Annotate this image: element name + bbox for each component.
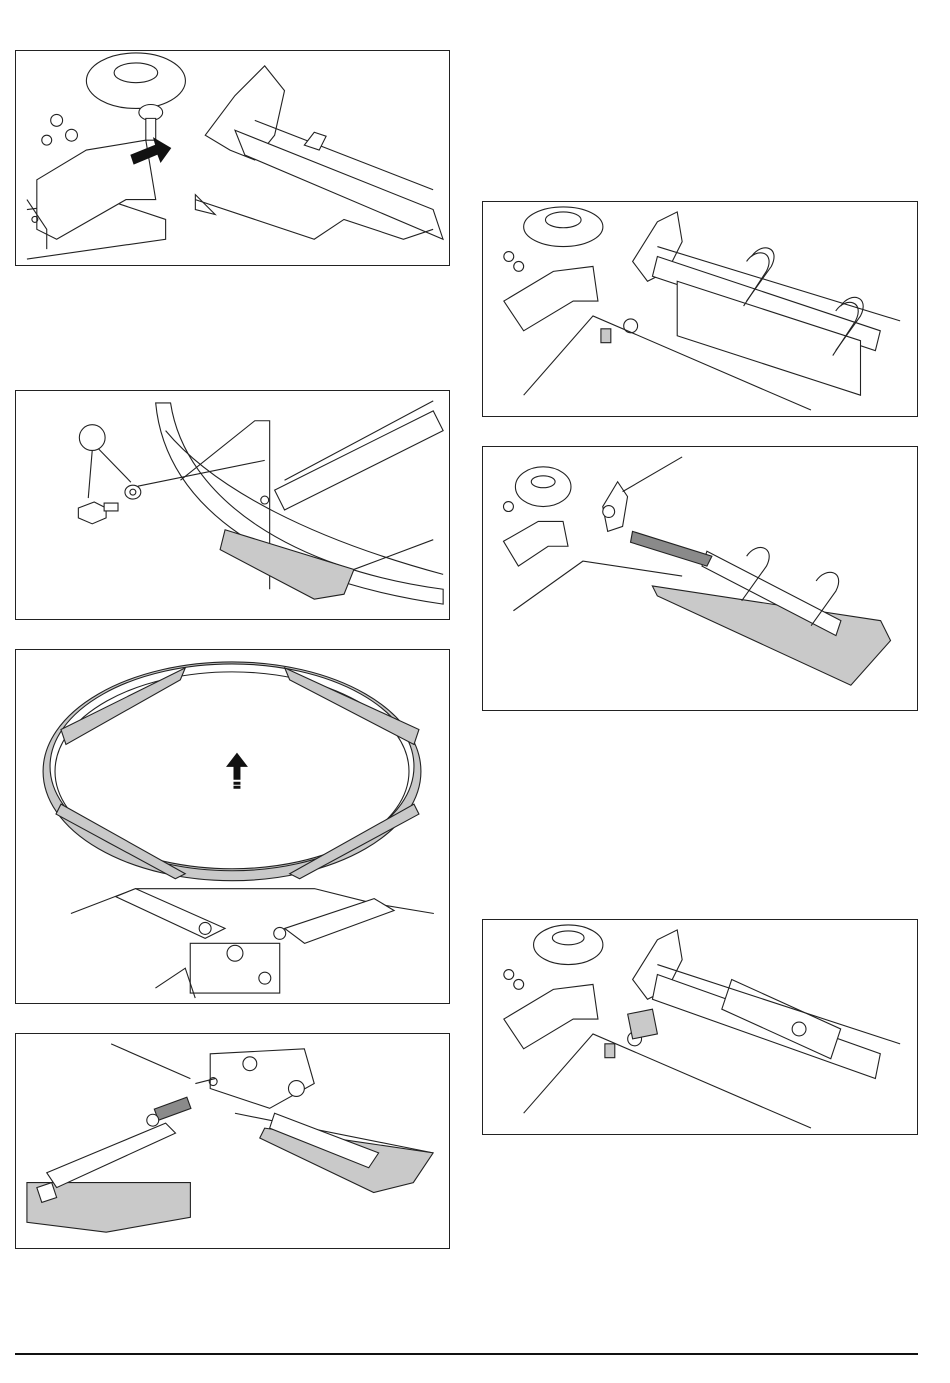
- figure-1-illustration: [16, 51, 449, 265]
- footer-rule: [15, 1353, 918, 1355]
- figure-6-illustration: [483, 447, 917, 710]
- figure-3-lift-ring: [15, 649, 450, 1004]
- callout-circle-icon: [79, 425, 105, 451]
- figure-7-illustration: [483, 920, 917, 1134]
- washer-icon: [125, 485, 141, 499]
- figure-1-release-pin: [15, 50, 450, 266]
- figure-7-bar-assembly: [482, 919, 918, 1135]
- figure-6-bar-with-plate: [482, 446, 918, 711]
- figure-2-bolt-washer: [15, 390, 450, 620]
- figure-3-illustration: [16, 650, 449, 1003]
- figure-2-illustration: [16, 391, 449, 619]
- bolt-icon: [78, 502, 106, 524]
- figure-5-bar-with-clips: [482, 201, 918, 417]
- figure-5-illustration: [483, 202, 917, 416]
- figure-4-illustration: [16, 1034, 449, 1248]
- figure-4-blade-bar: [15, 1033, 450, 1249]
